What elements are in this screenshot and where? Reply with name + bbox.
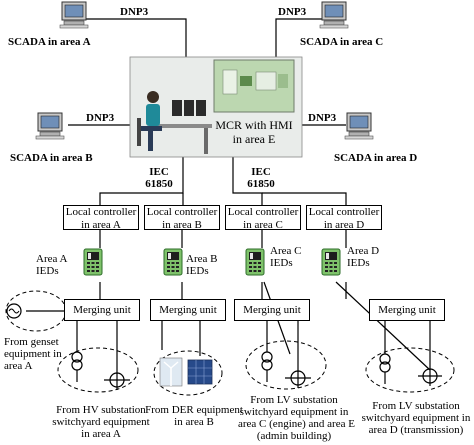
- source-hv-line3: in area A: [81, 428, 121, 440]
- dnp3-label-top-left: DNP3: [120, 6, 149, 18]
- area-a-ieds-label: Area A IEDs: [36, 253, 67, 277]
- lv-switchyard-c-icon: [261, 351, 311, 388]
- local-controller-c-line1: Local controller: [227, 206, 299, 218]
- merging-unit-c: Merging unit: [234, 299, 310, 321]
- genset-icon: [6, 303, 22, 319]
- area-c-ied-icon: [245, 248, 265, 276]
- iec-label-left: IEC 61850: [144, 166, 174, 190]
- source-hv-label: From HV substation switchyard equipment …: [46, 404, 156, 440]
- source-lv-c-line1: From LV substation: [250, 394, 338, 406]
- source-lv-c-line3: area C (engine) and area E: [238, 418, 355, 430]
- iec-right-line1: IEC: [251, 166, 271, 178]
- source-lv-d-line2: switchyard equipment in: [361, 412, 471, 424]
- source-lv-d-line1: From LV substation: [372, 400, 460, 412]
- dnp3-label-top-right: DNP3: [278, 6, 307, 18]
- area-b-ieds-label: Area B IEDs: [186, 253, 217, 277]
- area-c-ieds-label: Area C IEDs: [270, 245, 301, 269]
- area-b-ieds-line1: Area B: [186, 253, 218, 265]
- area-a-ieds-line1: Area A: [36, 253, 68, 265]
- dnp3-label-mid-left: DNP3: [86, 112, 115, 124]
- local-controller-a: Local controller in area A: [63, 205, 139, 231]
- merging-unit-d: Merging unit: [369, 299, 445, 321]
- local-controller-d: Local controller in area D: [306, 205, 382, 231]
- iec-left-line2: 61850: [145, 178, 173, 190]
- source-lv-c-line4: (admin building): [256, 430, 332, 442]
- mcr-operator-image: [129, 56, 303, 158]
- scada-d-label: SCADA in area D: [334, 152, 418, 164]
- local-controller-a-line1: Local controller: [65, 206, 137, 218]
- area-b-ied-icon: [163, 248, 183, 276]
- merging-unit-b: Merging unit: [150, 299, 226, 321]
- area-d-ieds-line2: IEDs: [347, 257, 370, 269]
- area-c-ieds-line2: IEDs: [270, 257, 293, 269]
- source-hv-line1: From HV substation: [56, 404, 146, 416]
- area-d-ieds-label: Area D IEDs: [347, 245, 379, 269]
- source-lv-c-line2: switchyard equipment in: [239, 406, 349, 418]
- local-controller-c-line2: in area C: [243, 219, 283, 231]
- merging-unit-a: Merging unit: [64, 299, 140, 321]
- scada-b-computer-icon: [35, 112, 65, 140]
- source-der-line2: in area B: [174, 416, 214, 428]
- local-controller-d-line2: in area D: [323, 219, 365, 231]
- lv-switchyard-d-icon: [379, 353, 442, 386]
- mcr-label-line2: in area E: [232, 132, 276, 146]
- source-lv-c-label: From LV substation switchyard equipment …: [238, 394, 355, 442]
- area-b-ieds-line2: IEDs: [186, 265, 209, 277]
- hv-switchyard-icon: [71, 351, 130, 390]
- local-controller-d-line1: Local controller: [308, 206, 380, 218]
- source-der-line1: From DER equipment: [145, 404, 243, 416]
- mcr-label: MCR with HMI in area E: [208, 118, 300, 146]
- der-equipment-icon: [159, 357, 213, 387]
- dnp3-label-mid-right: DNP3: [308, 112, 337, 124]
- local-controller-b-line2: in area B: [162, 219, 202, 231]
- scada-c-label: SCADA in area C: [300, 36, 384, 48]
- mcr-label-line1: MCR with HMI: [215, 118, 293, 132]
- local-controller-b: Local controller in area B: [144, 205, 220, 231]
- local-controller-c: Local controller in area C: [225, 205, 301, 231]
- source-lv-d-label: From LV substation switchyard equipment …: [360, 400, 472, 436]
- scada-a-computer-icon: [59, 1, 89, 29]
- source-hv-line2: switchyard equipment: [52, 416, 150, 428]
- source-genset-line1: From genset: [4, 336, 59, 348]
- iec-label-right: IEC 61850: [246, 166, 276, 190]
- iec-right-line2: 61850: [247, 178, 275, 190]
- area-a-ied-icon: [83, 248, 103, 276]
- source-lv-d-line3: area D (transmission): [368, 424, 464, 436]
- scada-d-computer-icon: [344, 112, 374, 140]
- scada-c-computer-icon: [319, 1, 349, 29]
- scada-a-label: SCADA in area A: [8, 36, 91, 48]
- source-der-label: From DER equipment in area B: [144, 404, 244, 428]
- source-genset-line3: area A: [4, 360, 33, 372]
- source-genset-label: From genset equipment in area A: [4, 336, 62, 372]
- iec-left-line1: IEC: [149, 166, 169, 178]
- area-d-ieds-line1: Area D: [347, 245, 380, 257]
- area-c-ieds-line1: Area C: [270, 245, 302, 257]
- connection-lines: [26, 18, 431, 374]
- local-controller-a-line2: in area A: [81, 219, 121, 231]
- area-a-ieds-line2: IEDs: [36, 265, 59, 277]
- scada-b-label: SCADA in area B: [10, 152, 93, 164]
- local-controller-b-line1: Local controller: [146, 206, 218, 218]
- source-genset-line2: equipment in: [4, 348, 62, 360]
- area-d-ied-icon: [321, 248, 341, 276]
